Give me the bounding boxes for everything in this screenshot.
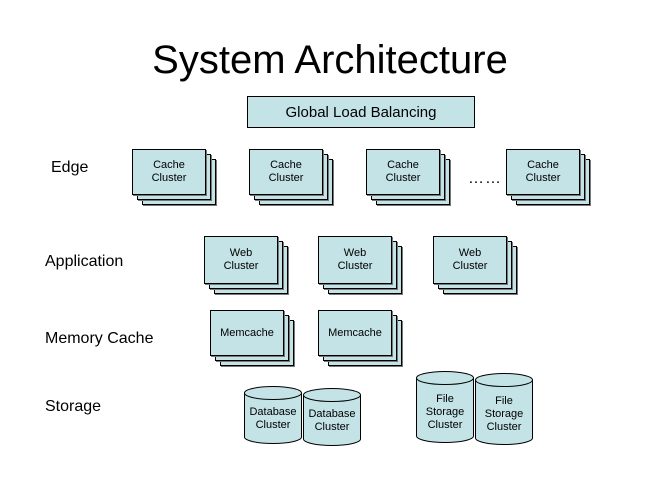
database-cylinder: Database Cluster	[303, 388, 361, 446]
cylinder-icon	[416, 371, 474, 443]
web-cluster-stack: Web Cluster	[433, 236, 517, 294]
cache-cluster-stack: Cache Cluster	[132, 149, 216, 205]
row-label-application: Application	[45, 253, 124, 270]
cache-cluster-label: Cache Cluster	[132, 149, 206, 195]
global-load-balancing-box: Global Load Balancing	[247, 96, 475, 128]
file-storage-cylinder: File Storage Cluster	[475, 373, 533, 445]
file-storage-cylinder: File Storage Cluster	[416, 371, 474, 443]
row-label-edge: Edge	[51, 159, 89, 176]
web-cluster-label: Web Cluster	[204, 236, 278, 284]
page-title: System Architecture	[152, 38, 508, 82]
memcache-stack: Memcache	[210, 310, 294, 366]
file-storage-cluster-label: File Storage Cluster	[484, 395, 524, 433]
database-cluster-label: Database Cluster	[308, 408, 356, 433]
cylinder-icon	[244, 386, 302, 444]
web-cluster-stack: Web Cluster	[318, 236, 402, 294]
cache-cluster-stack: Cache Cluster	[249, 149, 333, 205]
cylinder-icon	[475, 373, 533, 445]
cache-cluster-label: Cache Cluster	[506, 149, 580, 195]
web-cluster-label: Web Cluster	[318, 236, 392, 284]
memcache-label: Memcache	[318, 310, 392, 356]
memcache-label: Memcache	[210, 310, 284, 356]
memcache-stack: Memcache	[318, 310, 402, 366]
cache-cluster-label: Cache Cluster	[366, 149, 440, 195]
web-cluster-label: Web Cluster	[433, 236, 507, 284]
cache-cluster-stack: Cache Cluster	[366, 149, 450, 205]
row-label-storage: Storage	[45, 398, 102, 415]
ellipsis: ……	[468, 170, 502, 187]
cache-cluster-label: Cache Cluster	[249, 149, 323, 195]
file-storage-cluster-label: File Storage Cluster	[425, 393, 465, 431]
database-cluster-label: Database Cluster	[249, 406, 297, 431]
cylinder-icon	[303, 388, 361, 446]
cache-cluster-stack: Cache Cluster	[506, 149, 590, 205]
database-cylinder: Database Cluster	[244, 386, 302, 444]
row-label-memory-cache: Memory Cache	[45, 330, 154, 347]
global-load-balancing-label: Global Load Balancing	[285, 103, 437, 121]
web-cluster-stack: Web Cluster	[204, 236, 288, 294]
